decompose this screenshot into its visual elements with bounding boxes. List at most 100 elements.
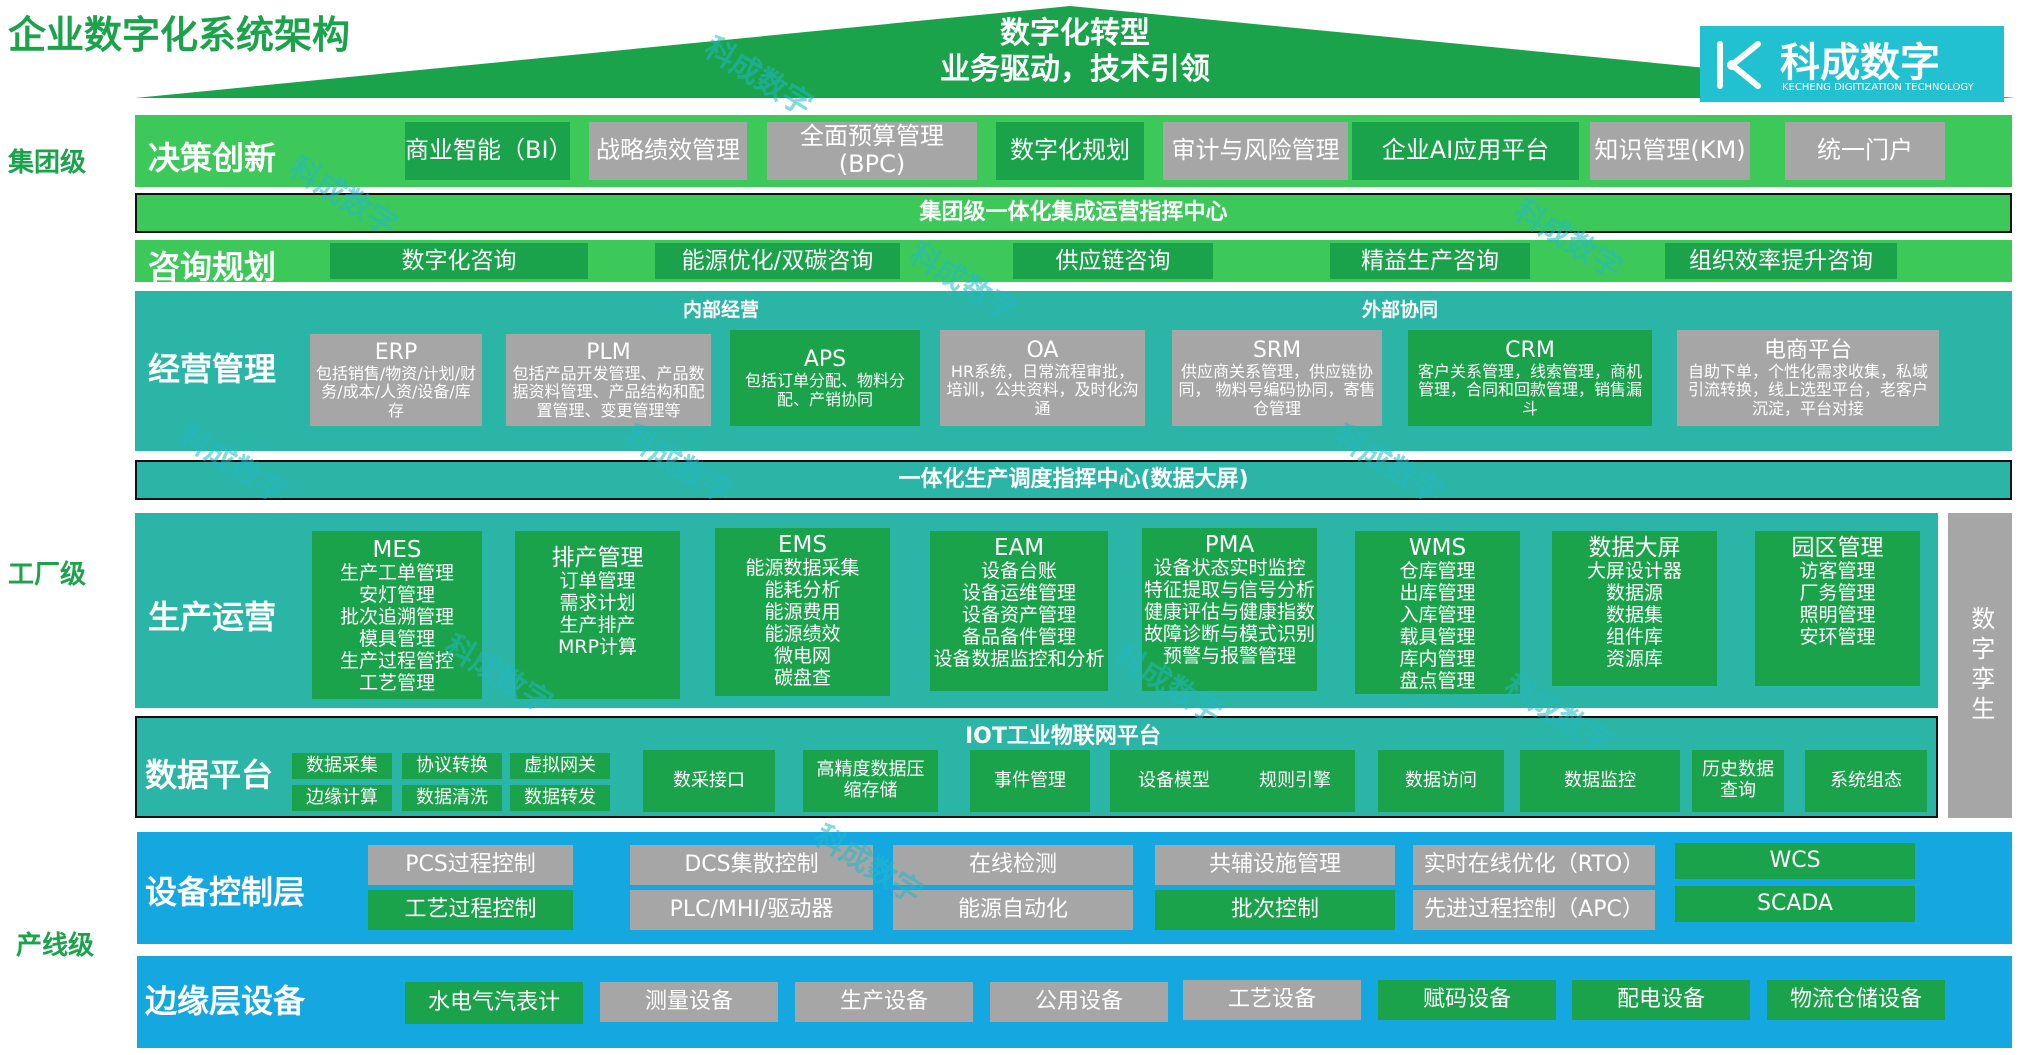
edge-item-coding[interactable]: 赋码设备 xyxy=(1378,980,1556,1020)
decision-item-strategy[interactable]: 战略绩效管理 xyxy=(589,122,747,180)
business-item-ecommerce[interactable]: 电商平台 自助下单，个性化需求收集，私域引流转换，线上选型平台，老客户沉淀，平台… xyxy=(1677,330,1939,426)
business-title: 经营管理 xyxy=(148,350,277,388)
edge-item-logistics[interactable]: 物流仓储设备 xyxy=(1767,980,1945,1020)
edge-item-craft[interactable]: 工艺设备 xyxy=(1183,980,1361,1020)
consult-item-energy[interactable]: 能源优化/双碳咨询 xyxy=(655,243,900,279)
edge-item-meter[interactable]: 水电气汽表计 xyxy=(405,982,583,1024)
business-item-crm[interactable]: CRM 客户关系管理，线索管理，商机管理，合同和回款管理，销售漏斗 xyxy=(1408,330,1652,426)
business-item-oa[interactable]: OA HR系统，日常流程审批，培训，公共资料，及时化沟通 xyxy=(940,330,1145,426)
production-item-line: 访客管理 xyxy=(1799,560,1876,583)
roof-line1: 数字化转型 xyxy=(1000,16,1150,51)
decision-item-planning[interactable]: 数字化规划 xyxy=(996,122,1144,180)
production-item-mes[interactable]: MES 生产工单管理 安灯管理 批次追溯管理 模具管理 生产过程管控 工艺管理 xyxy=(312,531,482,699)
business-item-srm[interactable]: SRM 供应商关系管理，供应链协同， 物料号编码协同，寄售仓管理 xyxy=(1172,330,1382,426)
data-small-forward[interactable]: 数据转发 xyxy=(510,785,610,811)
business-item-name: ERP xyxy=(374,339,418,365)
business-item-name: 电商平台 xyxy=(1763,337,1852,363)
production-item-line: 健康评估与健康指数 xyxy=(1143,601,1315,624)
production-item-line: 能源绩效 xyxy=(764,622,841,645)
device-item-rto[interactable]: 实时在线优化（RTO） xyxy=(1413,845,1655,885)
edge-item-power[interactable]: 配电设备 xyxy=(1572,980,1750,1020)
production-item-line: 厂务管理 xyxy=(1799,582,1876,605)
production-item-line: 照明管理 xyxy=(1799,604,1876,627)
device-item-scada[interactable]: SCADA xyxy=(1675,886,1915,922)
production-item-line: 数据源 xyxy=(1605,582,1663,605)
production-item-line: 特征提取与信号分析 xyxy=(1143,579,1315,602)
business-item-name: CRM xyxy=(1505,337,1555,363)
data-small-edge[interactable]: 边缘计算 xyxy=(292,785,392,811)
decision-item-km[interactable]: 知识管理(KM) xyxy=(1590,122,1750,180)
production-item-pma[interactable]: PMA 设备状态实时监控 特征提取与信号分析 健康评估与健康指数 故障诊断与模式… xyxy=(1142,528,1317,691)
production-item-park[interactable]: 园区管理 访客管理 厂务管理 照明管理 安环管理 xyxy=(1755,531,1920,686)
device-item-aux[interactable]: 共辅设施管理 xyxy=(1155,845,1395,885)
production-item-wms[interactable]: WMS 仓库管理 出库管理 入库管理 载具管理 库内管理 盘点管理 xyxy=(1355,531,1520,694)
production-item-line: 能耗分析 xyxy=(764,579,841,602)
production-item-scheduling[interactable]: 排产管理 订单管理 需求计划 生产排产 MRP计算 xyxy=(515,531,680,699)
business-internal-label: 内部经营 xyxy=(683,299,760,321)
decision-item-bi[interactable]: 商业智能（BI） xyxy=(405,122,573,180)
production-item-dashboard[interactable]: 数据大屏 大屏设计器 数据源 数据集 组件库 资源库 xyxy=(1552,531,1717,686)
business-item-plm[interactable]: PLM 包括产品开发管理、产品数据资料管理、产品结构和配置管理、变更管理等 xyxy=(506,334,711,426)
business-item-erp[interactable]: ERP 包括销售/物资/计划/财务/成本/人资/设备/库存 xyxy=(310,334,482,426)
device-item-plc[interactable]: PLC/MHI/驱动器 xyxy=(630,890,873,930)
data-item-monitor[interactable]: 数据监控 xyxy=(1520,750,1680,812)
decision-item-portal[interactable]: 统一门户 xyxy=(1785,122,1945,180)
device-item-batch[interactable]: 批次控制 xyxy=(1155,890,1395,930)
data-item-history[interactable]: 历史数据查询 xyxy=(1692,750,1784,812)
device-item-process[interactable]: 工艺过程控制 xyxy=(368,890,573,930)
business-external-label: 外部协同 xyxy=(1362,299,1439,321)
decision-item-ai[interactable]: 企业AI应用平台 xyxy=(1352,122,1579,180)
production-center-bar[interactable]: 一体化生产调度指挥中心(数据大屏) xyxy=(135,460,2012,500)
production-item-line: 批次追溯管理 xyxy=(339,606,454,629)
logo-mark-icon xyxy=(1717,41,1761,89)
decision-item-bpc[interactable]: 全面预算管理(BPC) xyxy=(767,122,977,180)
device-item-dcs[interactable]: DCS集散控制 xyxy=(630,845,873,885)
business-item-desc: HR系统，日常流程审批，培训，公共资料，及时化沟通 xyxy=(946,362,1139,418)
business-item-aps[interactable]: APS 包括订单分配、物料分配、产销协同 xyxy=(730,330,920,426)
business-item-name: APS xyxy=(803,346,847,372)
consult-item-lean[interactable]: 精益生产咨询 xyxy=(1330,243,1530,279)
edge-item-measure[interactable]: 测量设备 xyxy=(600,982,778,1022)
production-item-line: 模具管理 xyxy=(358,627,435,650)
consult-item-digital[interactable]: 数字化咨询 xyxy=(330,243,588,279)
device-item-apc[interactable]: 先进过程控制（APC） xyxy=(1413,890,1655,930)
group-center-bar[interactable]: 集团级一体化集成运营指挥中心 xyxy=(135,193,2012,233)
device-item-energy-auto[interactable]: 能源自动化 xyxy=(893,890,1133,930)
device-control-title: 设备控制层 xyxy=(145,873,306,911)
production-item-line: 设备资产管理 xyxy=(961,604,1076,627)
data-small-clean[interactable]: 数据清洗 xyxy=(402,785,502,811)
data-item-access[interactable]: 数据访问 xyxy=(1378,750,1504,812)
device-item-wcs[interactable]: WCS xyxy=(1675,843,1915,879)
data-item-event[interactable]: 事件管理 xyxy=(970,750,1090,812)
business-item-desc: 包括产品开发管理、产品数据资料管理、产品结构和配置管理、变更管理等 xyxy=(512,364,705,420)
data-small-protocol[interactable]: 协议转换 xyxy=(402,753,502,779)
production-item-line: 仓库管理 xyxy=(1399,560,1476,583)
consult-item-supply[interactable]: 供应链咨询 xyxy=(1013,243,1213,279)
device-item-pcs[interactable]: PCS过程控制 xyxy=(368,845,573,885)
decision-item-audit[interactable]: 审计与风险管理 xyxy=(1163,122,1348,180)
edge-item-production[interactable]: 生产设备 xyxy=(795,982,973,1022)
production-item-line: 设备状态实时监控 xyxy=(1153,557,1306,580)
data-item-rules[interactable]: 规则引擎 xyxy=(1235,750,1355,812)
consult-item-org[interactable]: 组织效率提升咨询 xyxy=(1665,243,1897,279)
edge-item-utility[interactable]: 公用设备 xyxy=(990,982,1168,1022)
data-small-gateway[interactable]: 虚拟网关 xyxy=(510,753,610,779)
data-item-model[interactable]: 设备模型 xyxy=(1110,750,1238,812)
data-small-collect[interactable]: 数据采集 xyxy=(292,753,392,779)
production-item-ems[interactable]: EMS 能源数据采集 能耗分析 能源费用 能源绩效 微电网 碳盘查 xyxy=(715,528,890,696)
logo-name: 科成数字 xyxy=(1780,40,1940,86)
production-item-name: 排产管理 xyxy=(551,545,644,571)
data-item-interface[interactable]: 数采接口 xyxy=(643,750,775,812)
digital-twin-column[interactable]: 数字孪生 xyxy=(1948,513,2012,818)
data-item-compress[interactable]: 高精度数据压缩存储 xyxy=(803,750,938,812)
level-factory: 工厂级 xyxy=(8,560,87,590)
business-item-desc: 自助下单，个性化需求收集，私域引流转换，线上选型平台，老客户沉淀，平台对接 xyxy=(1687,362,1928,418)
device-item-online[interactable]: 在线检测 xyxy=(893,845,1133,885)
production-item-line: 资源库 xyxy=(1605,647,1663,670)
data-item-config[interactable]: 系统组态 xyxy=(1805,750,1927,812)
production-item-line: 数据集 xyxy=(1605,604,1663,627)
production-item-line: 库内管理 xyxy=(1399,647,1476,670)
logo-sub: KECHENG DIGITIZATION TECHNOLOGY xyxy=(1782,82,1974,93)
production-item-eam[interactable]: EAM 设备台账 设备运维管理 设备资产管理 备品备件管理 设备数据监控和分析 xyxy=(930,531,1108,691)
business-item-desc: 客户关系管理，线索管理，商机管理，合同和回款管理，销售漏斗 xyxy=(1417,362,1642,418)
